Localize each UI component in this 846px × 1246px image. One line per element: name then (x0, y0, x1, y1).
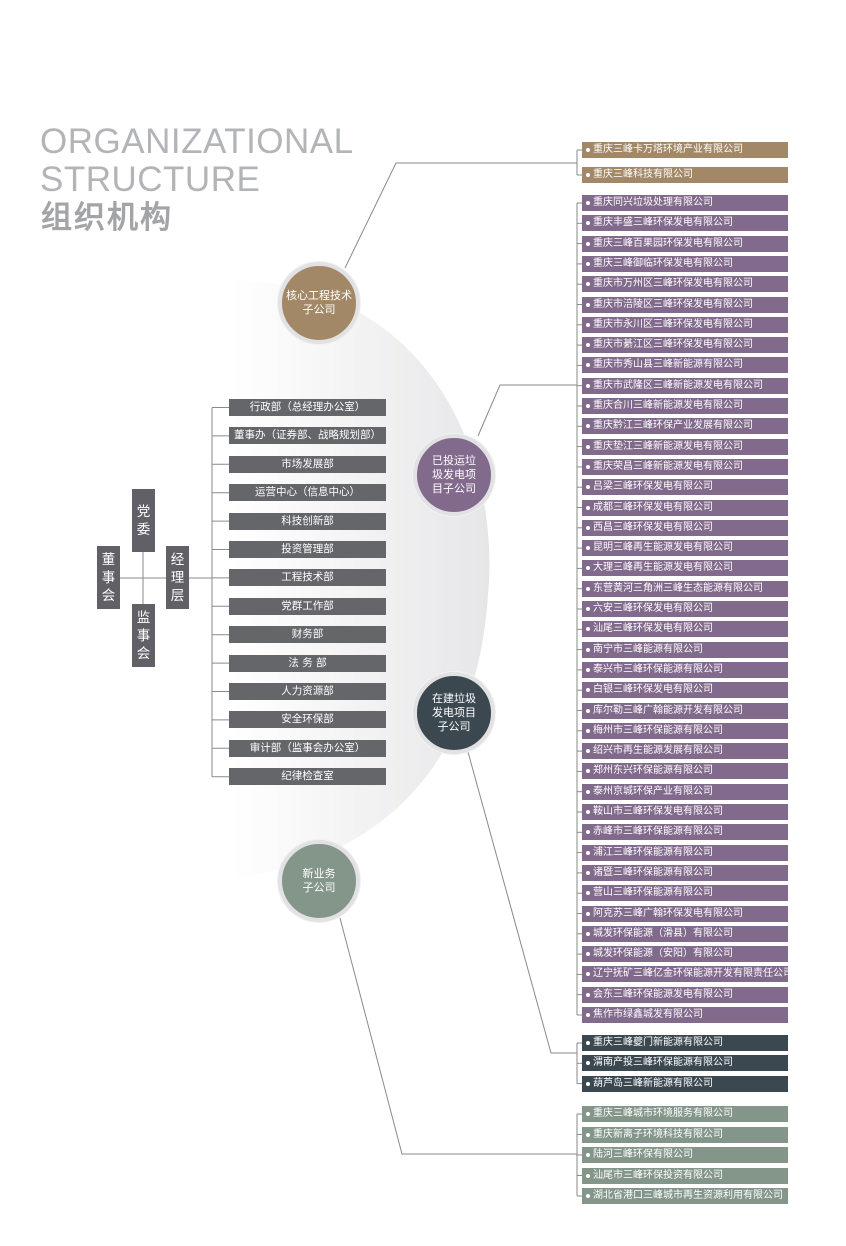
title-english-line1: ORGANIZATIONAL (40, 122, 354, 161)
operating-group-label: 已投运垃圾发电项目子公司 (432, 454, 476, 495)
operating-company-item: 重庆合川三峰新能源发电有限公司 (582, 398, 788, 414)
operating-company-item: 重庆同兴垃圾处理有限公司 (582, 195, 788, 211)
management-box: 经理层 (166, 546, 189, 609)
operating-company-item: 吕梁三峰环保发电有限公司 (582, 479, 788, 496)
party-label: 党委 (136, 503, 151, 538)
operating-company-item: 重庆丰盛三峰环保发电有限公司 (582, 215, 788, 232)
operating-company-item: 重庆市万州区三峰环保发电有限公司 (582, 276, 788, 293)
operating-company-item: 会东三峰环保能源发电有限公司 (582, 986, 788, 1003)
department-item: 工程技术部 (229, 569, 386, 587)
new-business-company-item: 汕尾市三峰环保投资有限公司 (582, 1167, 788, 1184)
construction-group-label: 在建垃圾发电项目子公司 (432, 692, 476, 733)
management-label: 经理层 (170, 551, 185, 604)
new-business-company-item: 重庆三峰城市环境服务有限公司 (582, 1106, 788, 1122)
core-company-item: 重庆三峰科技有限公司 (582, 167, 788, 183)
new-business-connector (339, 917, 577, 1155)
construction-company-item: 葫芦岛三峰新能源有限公司 (582, 1075, 788, 1092)
operating-company-item: 六安三峰环保发电有限公司 (582, 601, 788, 617)
core-engineering-subsidiaries-node: 核心工程技术子公司 (278, 262, 360, 344)
title-english-line2: STRUCTURE (40, 160, 261, 199)
operating-company-item: 营山三峰环保能源有限公司 (582, 885, 788, 902)
new-business-subsidiaries-node: 新业务子公司 (278, 840, 360, 922)
operating-company-item: 城发环保能源（滑县）有限公司 (582, 925, 788, 942)
operating-company-item: 库尔勒三峰广翰能源开发有限公司 (582, 702, 788, 719)
operating-company-item: 郑州东兴环保能源有限公司 (582, 763, 788, 780)
operating-company-item: 泰兴市三峰环保能源有限公司 (582, 661, 788, 678)
construction-connector (467, 751, 577, 1054)
operating-company-item: 昆明三峰再生能源发电有限公司 (582, 540, 788, 557)
department-item: 投资管理部 (229, 541, 386, 558)
department-item: 党群工作部 (229, 597, 386, 615)
department-item: 法 务 部 (229, 654, 386, 672)
title-chinese: 组织机构 (41, 200, 173, 236)
operating-company-item: 辽宁抚矿三峰亿金环保能源开发有限责任公司 (582, 966, 788, 983)
operating-company-item: 重庆市永川区三峰环保发电有限公司 (582, 316, 788, 333)
department-item: 市场发展部 (229, 455, 386, 473)
operating-company-item: 东营黄河三角洲三峰生态能源有限公司 (582, 580, 788, 597)
operating-company-item: 绍兴市再生能源发展有限公司 (582, 743, 788, 760)
operating-waste-power-subsidiaries-node: 已投运垃圾发电项目子公司 (413, 434, 495, 516)
board-of-directors-box: 董事会 (97, 546, 120, 609)
supervisory-label: 监事会 (136, 609, 151, 662)
operating-company-item: 鞍山市三峰环保发电有限公司 (582, 804, 788, 820)
operating-company-item: 泰州京城环保产业有限公司 (582, 783, 788, 800)
core-group-label: 核心工程技术子公司 (286, 289, 352, 316)
operating-company-item: 重庆市秀山县三峰新能源有限公司 (582, 357, 788, 374)
core-connector (344, 162, 577, 269)
operating-company-item: 重庆垫江三峰新能源发电有限公司 (582, 438, 788, 455)
operating-connector (477, 384, 577, 437)
operating-company-item: 成都三峰环保发电有限公司 (582, 499, 788, 516)
new-business-company-item: 陆河三峰环保有限公司 (582, 1147, 788, 1163)
department-item: 人力资源部 (229, 683, 386, 700)
operating-company-item: 浦江三峰环保能源有限公司 (582, 844, 788, 861)
operating-company-item: 西昌三峰环保发电有限公司 (582, 519, 788, 536)
party-committee-box: 党委 (132, 489, 155, 552)
operating-company-item: 汕尾三峰环保发电有限公司 (582, 621, 788, 638)
new-business-group-label: 新业务子公司 (302, 867, 336, 894)
operating-company-item: 重庆市綦江区三峰环保发电有限公司 (582, 337, 788, 354)
operating-company-item: 重庆市武隆区三峰新能源发电有限公司 (582, 377, 788, 394)
operating-company-item: 重庆三峰百果园环保发电有限公司 (582, 235, 788, 252)
department-item: 董事办（证券部、战略规划部） (229, 427, 386, 445)
operating-company-item: 大理三峰再生能源发电有限公司 (582, 560, 788, 577)
core-company-item: 重庆三峰卡万塔环境产业有限公司 (582, 142, 788, 158)
department-item: 审计部（监事会办公室） (229, 739, 386, 757)
operating-company-item: 梅州市三峰环保能源有限公司 (582, 722, 788, 739)
operating-company-item: 重庆荣昌三峰新能源发电有限公司 (582, 458, 788, 475)
operating-company-item: 白银三峰环保发电有限公司 (582, 682, 788, 699)
supervisory-board-box: 监事会 (132, 604, 155, 667)
operating-company-item: 重庆市涪陵区三峰环保发电有限公司 (582, 296, 788, 313)
board-label: 董事会 (101, 551, 116, 604)
department-item: 运营中心（信息中心） (229, 484, 386, 502)
operating-company-item: 城发环保能源（安阳）有限公司 (582, 946, 788, 963)
new-business-company-item: 湖北省港口三峰城市再生资源利用有限公司 (582, 1188, 788, 1204)
operating-company-item: 重庆三峰御临环保发电有限公司 (582, 255, 788, 272)
department-item: 科技创新部 (229, 512, 386, 530)
operating-company-item: 诸暨三峰环保能源有限公司 (582, 864, 788, 881)
department-item: 行政部（总经理办公室） (229, 399, 386, 416)
construction-waste-power-subsidiaries-node: 在建垃圾发电项目子公司 (413, 672, 495, 754)
operating-company-item: 南宁市三峰能源有限公司 (582, 641, 788, 658)
operating-company-item: 阿克苏三峰广翰环保发电有限公司 (582, 905, 788, 922)
operating-company-item: 赤峰市三峰环保能源有限公司 (582, 824, 788, 841)
operating-company-item: 焦作市绿鑫城发有限公司 (582, 1007, 788, 1023)
construction-company-item: 重庆三峰夔门新能源有限公司 (582, 1035, 788, 1051)
department-item: 财务部 (229, 626, 386, 644)
department-item: 安全环保部 (229, 711, 386, 729)
operating-company-item: 重庆黔江三峰环保产业发展有限公司 (582, 418, 788, 435)
department-item: 纪律检查室 (229, 768, 386, 786)
construction-company-item: 渭南产投三峰环保能源有限公司 (582, 1055, 788, 1072)
new-business-company-item: 重庆新离子环境科技有限公司 (582, 1126, 788, 1143)
